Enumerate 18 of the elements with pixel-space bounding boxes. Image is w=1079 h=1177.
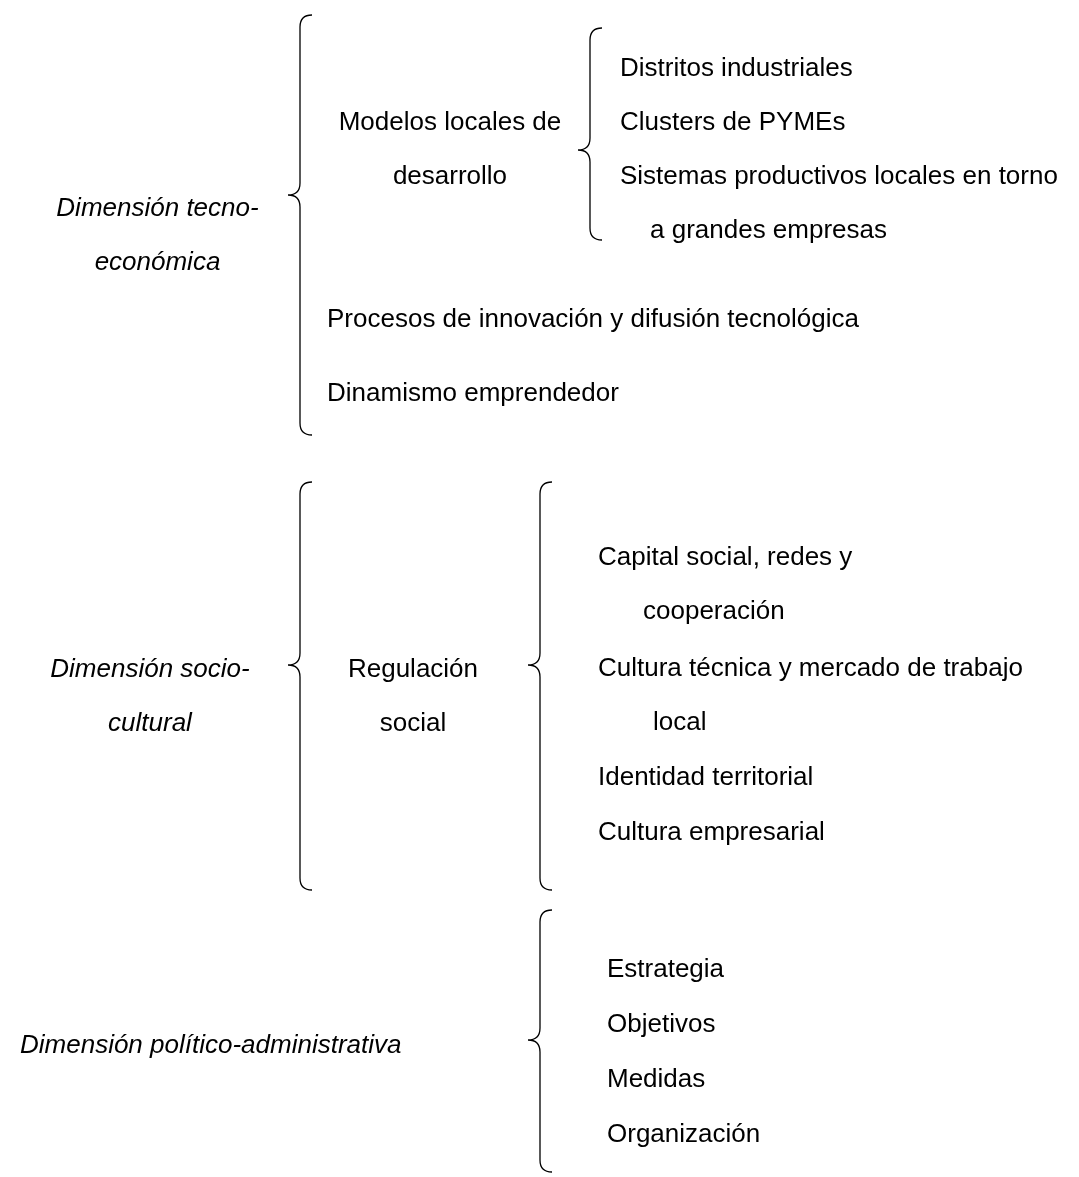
item-label: Cultura empresarial (598, 815, 826, 848)
item-label: Organización (607, 1117, 762, 1150)
item-label: Medidas (607, 1062, 707, 1095)
dimension-heading: Dimensión político-administrativa (20, 1028, 403, 1061)
category-label: Regulación social (346, 652, 480, 739)
item-label: Objetivos (607, 1007, 717, 1040)
item-label: Identidad territorial (598, 760, 815, 793)
item-label: Distritos industriales (620, 51, 854, 84)
item-label: Capital social, redes y cooperación (598, 540, 854, 627)
dimension-heading: Dimensión tecno-económica (55, 191, 260, 278)
item-label: Sistemas productivos locales en torno a grandes empresas (620, 159, 1059, 246)
category-label: Procesos de innovación y difusión tecnológica (327, 302, 860, 335)
category-label: Dinamismo emprendedor (327, 376, 620, 409)
category-label: Modelos locales de desarrollo (337, 105, 563, 192)
dimension-heading: Dimensión socio-cultural (49, 652, 251, 739)
item-label: Estrategia (607, 952, 726, 985)
item-label: Clusters de PYMEs (620, 105, 847, 138)
item-label: Cultura técnica y mercado de trabajo local (598, 651, 1024, 738)
